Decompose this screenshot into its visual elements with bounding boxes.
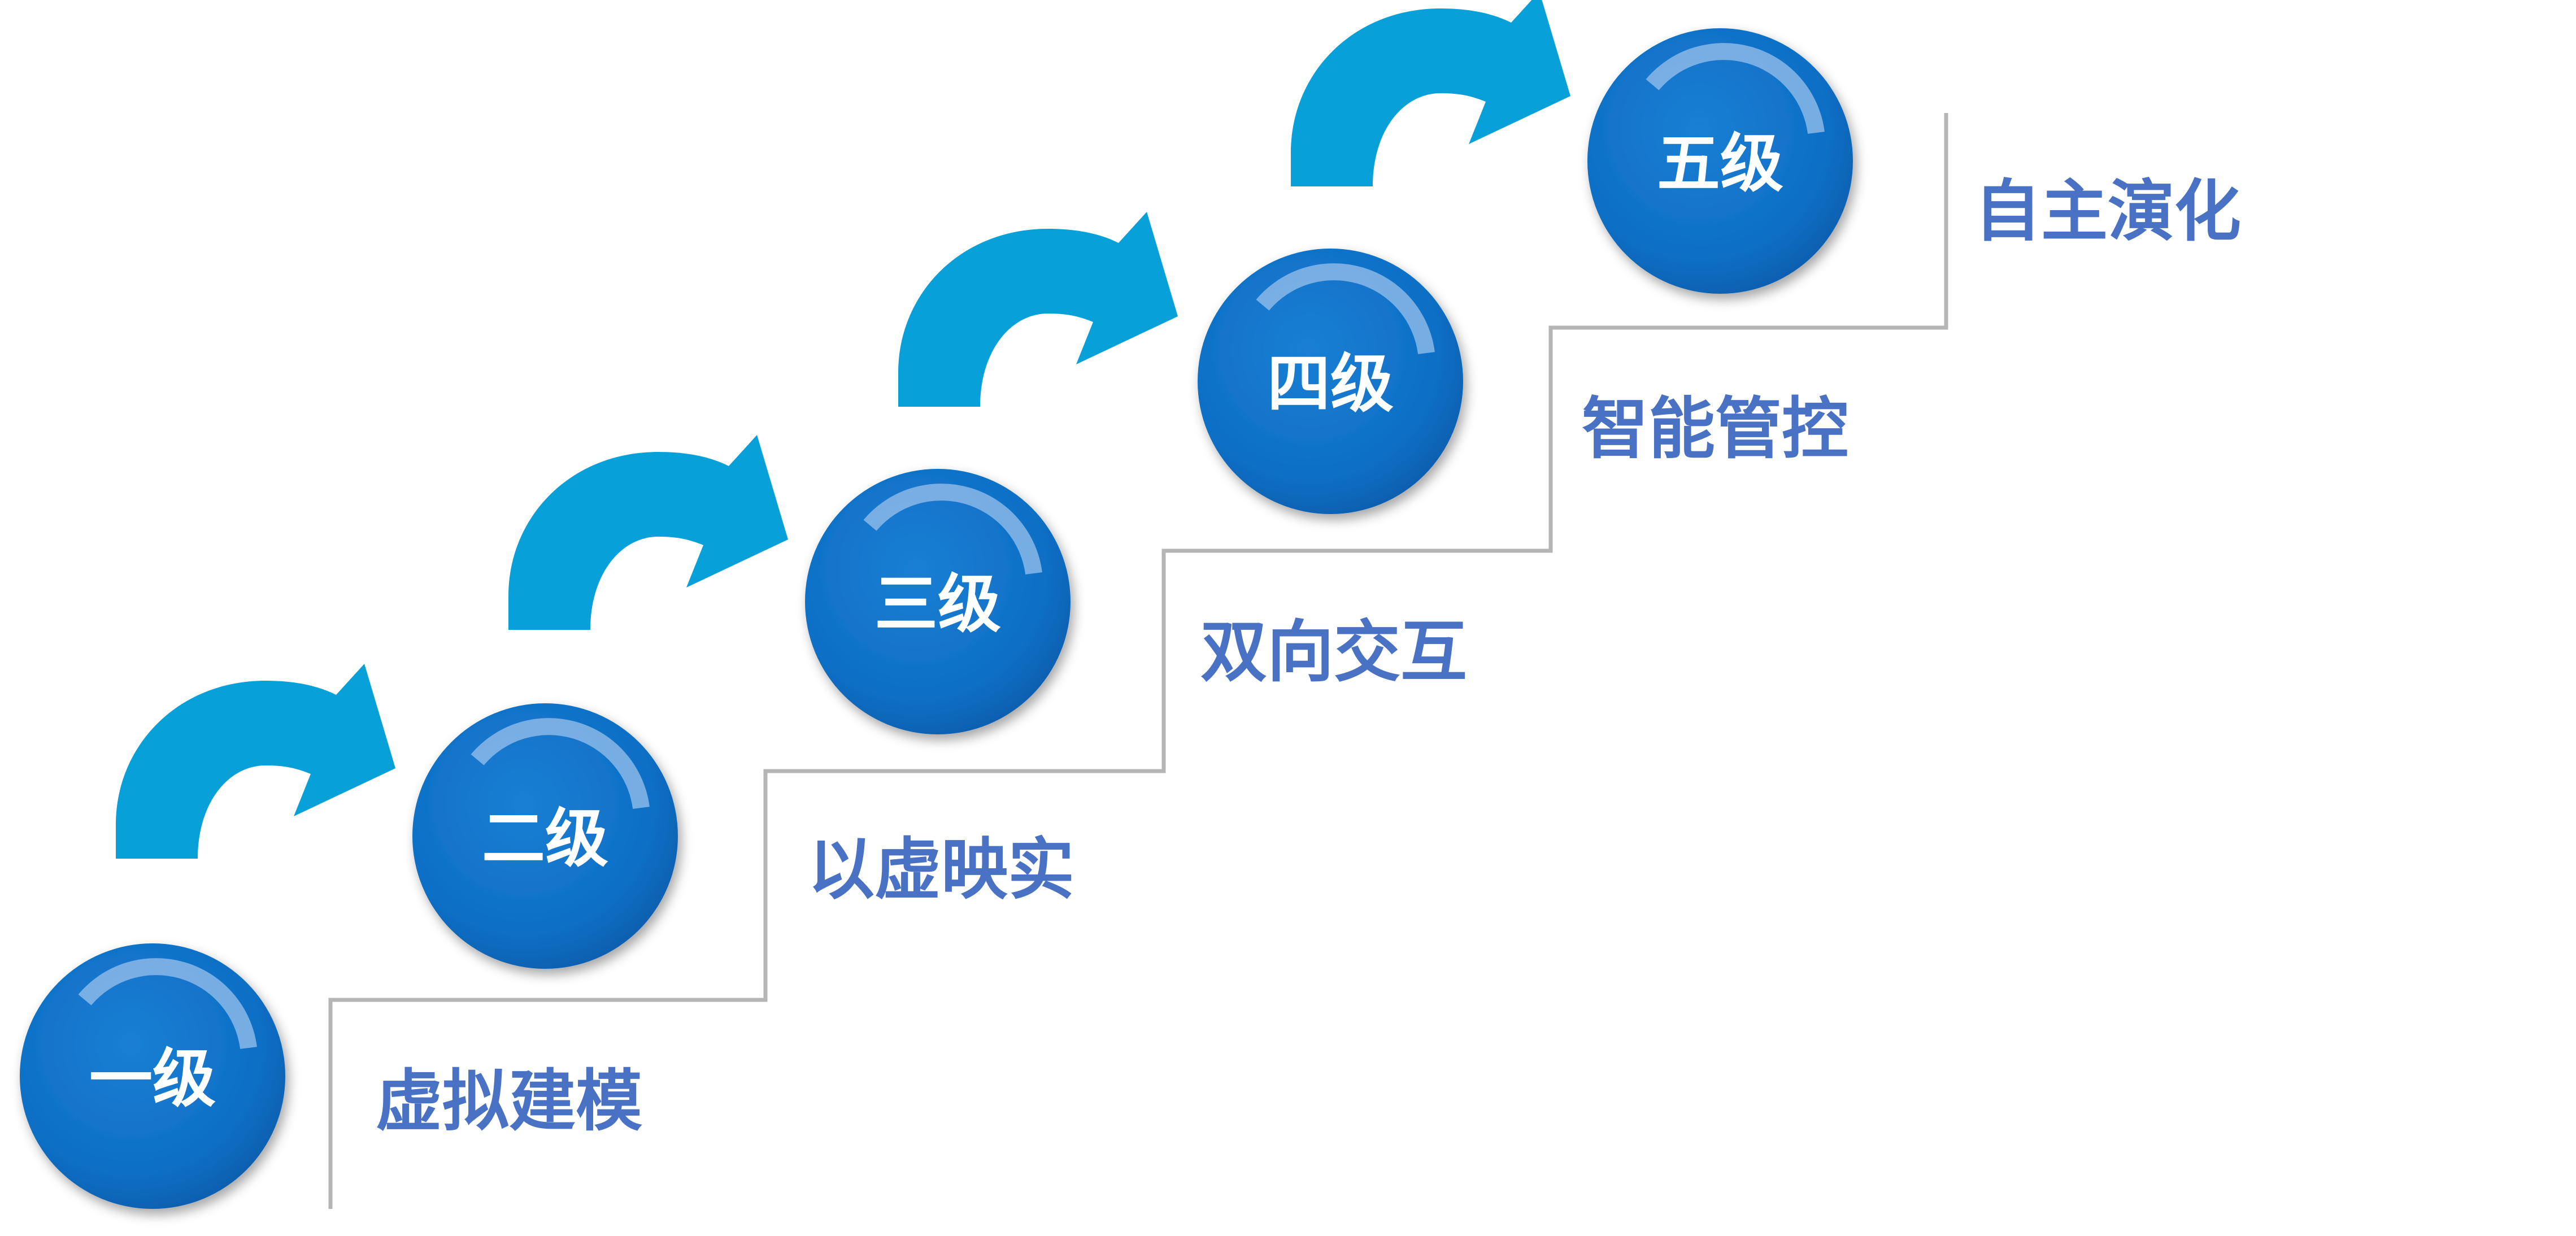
curved-arrow-icon-2 [508, 435, 788, 630]
level-label-4: 四级 [1267, 347, 1394, 421]
staircase-line [328, 113, 1948, 1209]
curved-arrow-icon-1 [116, 664, 395, 859]
level-circle-3: 三级 [805, 469, 1071, 734]
level-label-5: 五级 [1657, 127, 1783, 201]
step-label-1: 虚拟建模 [376, 1062, 642, 1140]
level-circle-4: 四级 [1198, 249, 1463, 514]
level-label-3: 三级 [874, 568, 1001, 641]
level-circle-1: 一级 [20, 943, 285, 1209]
step-label-4: 智能管控 [1582, 390, 1848, 468]
step-label-3: 双向交互 [1200, 613, 1467, 691]
level-circle-2: 二级 [412, 703, 678, 969]
step-label-5: 自主演化 [1974, 172, 2241, 250]
curved-arrow-icon-4 [1291, 0, 1570, 186]
step-label-2: 以虚映实 [808, 830, 1074, 908]
level-circle-5: 五级 [1587, 28, 1853, 294]
level-label-2: 二级 [482, 802, 608, 876]
curved-arrow-icon-3 [898, 212, 1178, 407]
level-label-1: 一级 [89, 1042, 216, 1116]
